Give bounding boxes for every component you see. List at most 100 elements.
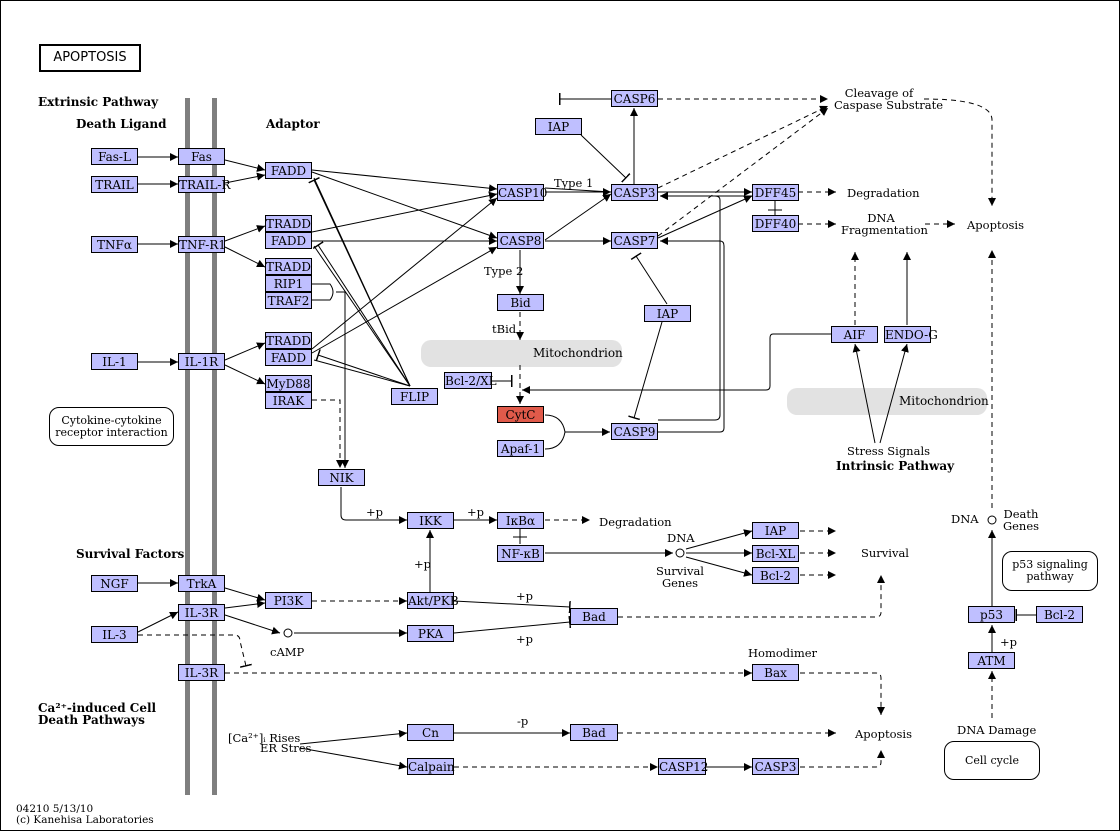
gene-tnf-r1[interactable]: TNF-R1 <box>178 236 227 253</box>
gene-cytc[interactable]: CytC <box>497 406 544 423</box>
gene-trail-r[interactable]: TRAIL-R <box>178 176 231 193</box>
ca-induced-label-1: Ca²⁺-induced Cell <box>38 701 157 715</box>
er-stress-label: ER Stres <box>260 741 312 755</box>
gene-casp12[interactable]: CASP12 <box>658 758 709 775</box>
gene-myd88[interactable]: MyD88 <box>265 375 312 392</box>
gene-nik[interactable]: NIK <box>318 469 365 486</box>
survival-label: Survival <box>861 546 909 560</box>
cleavage-label: Cleavage of Caspase Substrate <box>834 86 944 112</box>
gene-fadd[interactable]: FADD <box>265 349 312 366</box>
gene-rip1[interactable]: RIP1 <box>265 275 312 292</box>
cleavage-line-2: Caspase Substrate <box>834 98 944 112</box>
gene-pi3k[interactable]: PI3K <box>265 592 312 609</box>
ca-rises-label: [Ca²⁺]ᵢ Rises <box>228 731 301 745</box>
gene-il-3[interactable]: IL-3 <box>91 626 138 643</box>
camp-label: cAMP <box>270 645 305 659</box>
gene-il-1r[interactable]: IL-1R <box>178 353 225 370</box>
gene-aif[interactable]: AIF <box>831 326 878 343</box>
degradation-label: Degradation <box>847 186 920 200</box>
gene-apaf1[interactable]: Apaf-1 <box>497 440 544 457</box>
gene-p53[interactable]: p53 <box>968 606 1015 623</box>
survival-factors-label: Survival Factors <box>76 547 185 561</box>
phosphorylation-label: +p <box>1000 635 1017 649</box>
phosphorylation-label: +p <box>414 557 431 571</box>
type1-label: Type 1 <box>554 176 594 190</box>
membrane-line-inner <box>212 98 217 795</box>
gene-endo-g[interactable]: ENDO-G <box>884 326 938 343</box>
gene-dff40[interactable]: DFF40 <box>752 215 799 232</box>
gene-akt-pkb[interactable]: Akt/PKB <box>407 592 459 609</box>
mitochondrion-label: Mitochondrion <box>533 346 623 360</box>
gene-pka[interactable]: PKA <box>407 625 454 642</box>
death-ligand-label: Death Ligand <box>76 117 167 131</box>
phosphorylation-label: +p <box>467 505 484 519</box>
phosphorylation-label: +p <box>516 632 533 646</box>
type2-label: Type 2 <box>484 264 524 278</box>
gene-casp3[interactable]: CASP3 <box>611 184 658 201</box>
gene-fadd[interactable]: FADD <box>265 232 312 249</box>
gene-tradd[interactable]: TRADD <box>265 332 312 349</box>
gene-trka[interactable]: TrkA <box>178 575 225 592</box>
gene-tradd[interactable]: TRADD <box>265 215 312 232</box>
gene-tradd[interactable]: TRADD <box>265 258 312 275</box>
gene-casp7[interactable]: CASP7 <box>611 232 658 249</box>
homodimer-label: Homodimer <box>748 646 818 660</box>
gene-bad[interactable]: Bad <box>570 724 618 741</box>
gene-ngf[interactable]: NGF <box>91 575 138 592</box>
gene-trail[interactable]: TRAIL <box>91 176 138 193</box>
gene-atm[interactable]: ATM <box>968 652 1015 669</box>
cleavage-line-1: Cleavage of <box>844 86 914 100</box>
gene-bcl-2[interactable]: Bcl-2 <box>752 567 799 584</box>
gene-fasl[interactable]: Fas-L <box>91 148 138 165</box>
gene-flip[interactable]: FLIP <box>391 388 438 405</box>
phosphorylation-label: +p <box>516 589 533 603</box>
gene-iap[interactable]: IAP <box>752 522 799 539</box>
link-cytokine-receptor-interaction[interactable]: Cytokine-cytokine receptor interaction <box>49 407 174 446</box>
gene-irak[interactable]: IRAK <box>265 392 312 409</box>
gene-il-3r[interactable]: IL-3R <box>178 664 225 681</box>
gene-bcl-2-xl[interactable]: Bcl-2/XL <box>444 372 497 389</box>
adaptor-label: Adaptor <box>266 117 320 131</box>
link-cell-cycle[interactable]: Cell cycle <box>944 741 1040 780</box>
apoptosis-label: Apoptosis <box>967 218 1024 232</box>
gene-bcl-2[interactable]: Bcl-2 <box>1036 606 1083 623</box>
link-p53-signaling-pathway[interactable]: p53 signaling pathway <box>1002 551 1098 591</box>
gene-bcl-xl[interactable]: Bcl-XL <box>752 545 799 562</box>
pathway-title: APOPTOSIS <box>39 44 141 72</box>
gene-bad[interactable]: Bad <box>570 608 618 625</box>
gene-ikk[interactable]: IKK <box>407 512 454 529</box>
death-genes-line-1: Death <box>1003 507 1039 521</box>
gene-bid[interactable]: Bid <box>497 294 544 311</box>
footer-id: 04210 5/13/10 <box>16 803 94 815</box>
gene-casp6[interactable]: CASP6 <box>611 90 658 107</box>
gene-fadd[interactable]: FADD <box>265 162 312 179</box>
death-genes-line-2: Genes <box>1002 519 1040 533</box>
footer-copyright: (c) Kanehisa Laboratories <box>16 814 154 826</box>
gene-casp8[interactable]: CASP8 <box>497 232 544 249</box>
gene-cn[interactable]: Cn <box>407 724 454 741</box>
gene-il1[interactable]: IL-1 <box>91 353 138 370</box>
gene-nf-kb[interactable]: NF-κB <box>497 545 544 562</box>
extrinsic-pathway-label: Extrinsic Pathway <box>38 95 159 109</box>
gene-tnfa[interactable]: TNFα <box>91 236 138 253</box>
apoptosis-label: Apoptosis <box>855 727 912 741</box>
gene-iap[interactable]: IAP <box>535 118 582 135</box>
gene-casp3[interactable]: CASP3 <box>752 758 799 775</box>
gene-ikba[interactable]: IκBα <box>497 512 544 529</box>
gene-dff45[interactable]: DFF45 <box>752 184 799 201</box>
dna-frag-line-2: Fragmentation <box>841 223 928 237</box>
mitochondrion-label: Mitochondrion <box>899 394 989 408</box>
stress-signals-label: Stress Signals <box>847 444 931 458</box>
gene-traf2[interactable]: TRAF2 <box>265 292 312 309</box>
gene-casp10[interactable]: CASP10 <box>497 184 548 201</box>
tbid-label: tBid <box>492 322 517 336</box>
gene-il-3r[interactable]: IL-3R <box>178 604 225 621</box>
gene-casp9[interactable]: CASP9 <box>611 423 658 440</box>
gene-iap[interactable]: IAP <box>644 305 691 322</box>
dna-label: DNA <box>951 512 979 526</box>
gene-fas[interactable]: Fas <box>178 148 225 165</box>
gene-bax[interactable]: Bax <box>752 664 799 681</box>
gene-calpain[interactable]: Calpain <box>407 758 455 775</box>
survival-genes-line-1: Survival <box>656 564 704 578</box>
dna-frag-line-1: DNA <box>867 211 895 225</box>
